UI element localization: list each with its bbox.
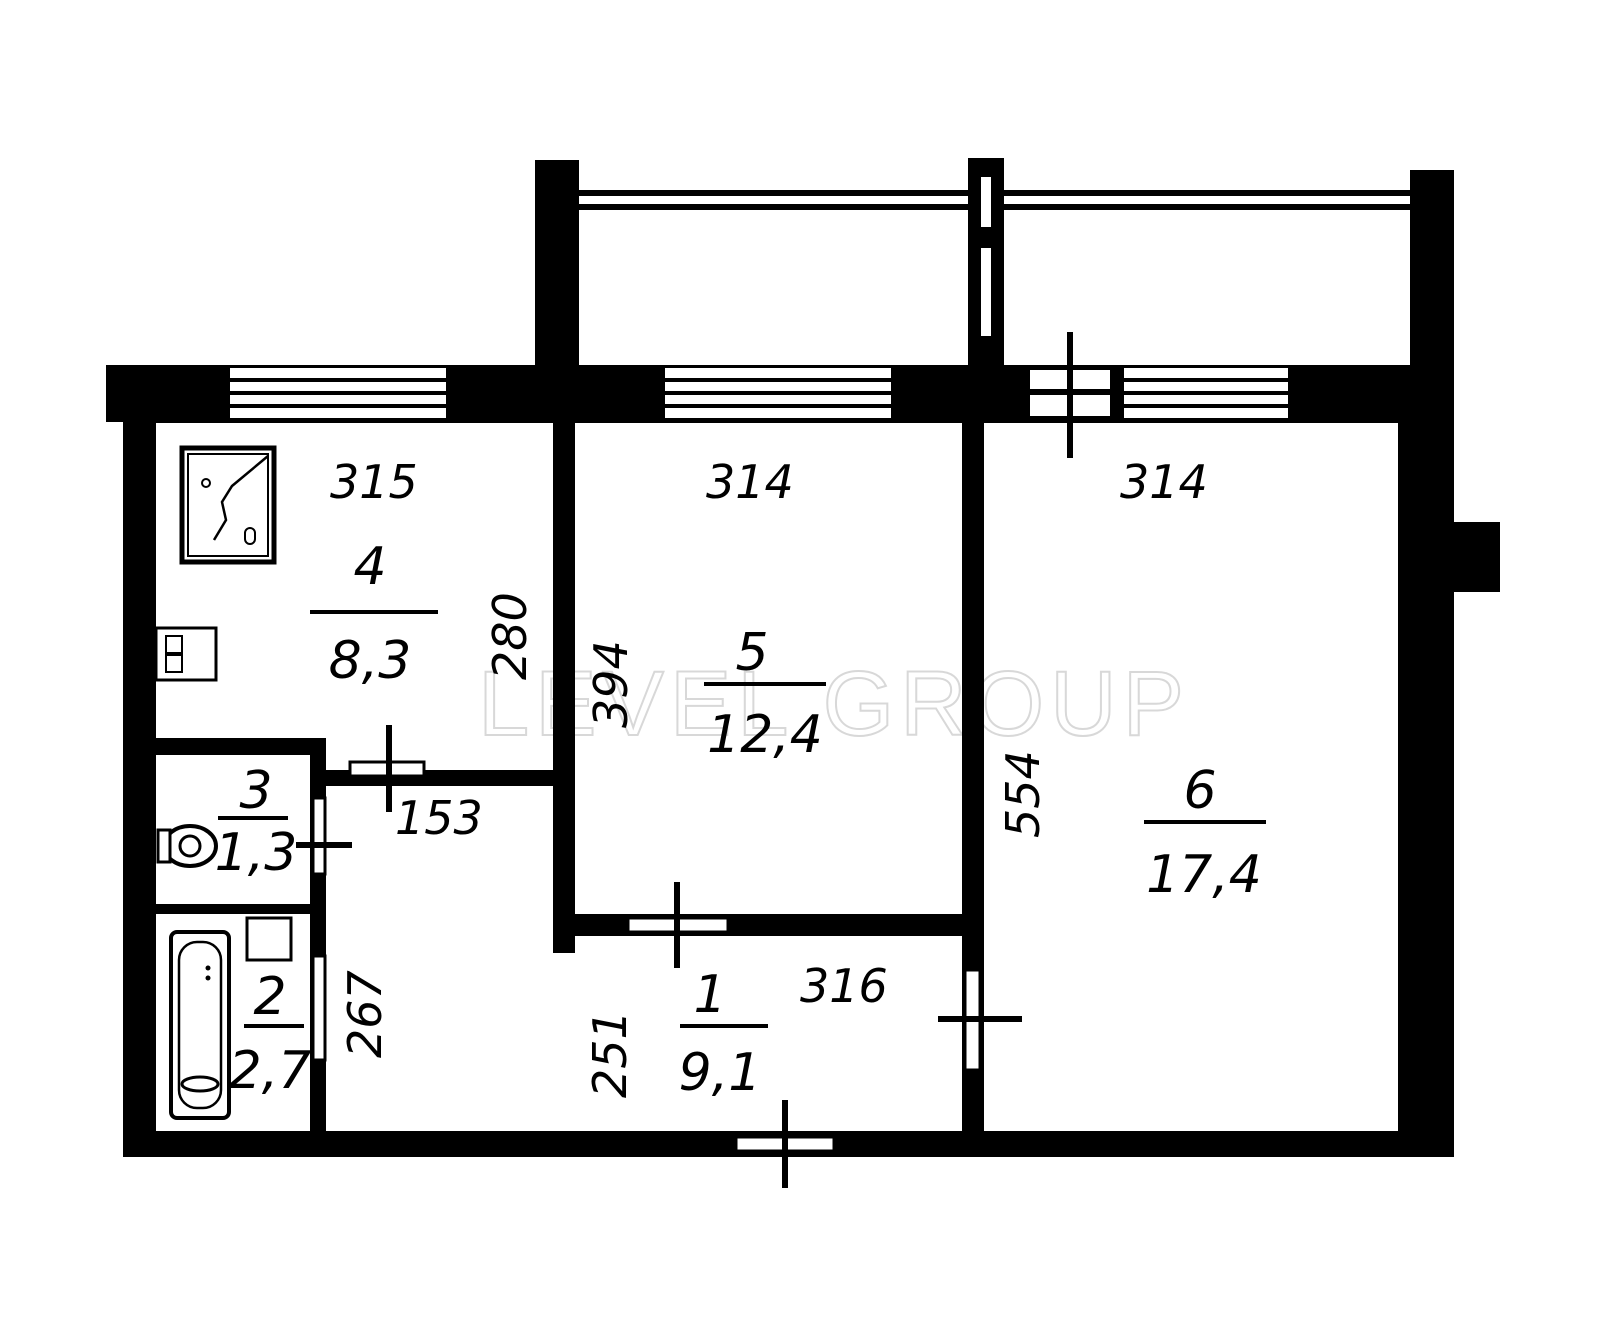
svg-text:2,7: 2,7 (229, 1041, 312, 1101)
dim-passage-width: 153 (395, 791, 483, 845)
svg-text:9,1: 9,1 (679, 1043, 762, 1103)
balcony (535, 158, 1454, 422)
balcony-door (1026, 332, 1114, 458)
bathtub-icon (169, 930, 231, 1120)
svg-text:2: 2 (253, 967, 286, 1027)
dim-bedroom-width: 314 (706, 455, 794, 509)
bathroom-sink-icon (245, 916, 293, 962)
svg-text:4: 4 (353, 537, 386, 597)
dim-hall-depth: 251 (583, 1010, 637, 1098)
stove-icon (179, 445, 277, 565)
kitchen-door (348, 725, 426, 812)
dim-living-depth: 554 (996, 750, 1050, 838)
kitchen-bedroom-wall (553, 423, 575, 953)
windows (230, 332, 1288, 458)
dim-hall-width: 316 (800, 959, 888, 1013)
dim-bedroom-depth: 394 (584, 640, 638, 728)
living-door (938, 968, 1022, 1072)
room-5-label: 5 12,4 (704, 623, 826, 765)
balcony-divider-slot-top (977, 173, 995, 231)
room-6-label: 6 17,4 (1144, 761, 1266, 905)
svg-text:6: 6 (1183, 761, 1216, 821)
room-1-label: 1 9,1 (679, 965, 768, 1103)
dim-kitchen-width: 315 (330, 455, 418, 509)
kitchen-bottom-wall-left (156, 738, 326, 755)
room-3-label: 3 1,3 (215, 761, 298, 883)
bath-door (311, 954, 327, 1062)
room-labels: 1 9,1 2 2,7 3 1,3 4 8,3 5 12,4 6 17,4 (215, 537, 1266, 1103)
svg-text:5: 5 (735, 623, 768, 683)
dim-bath-depth: 267 (338, 970, 392, 1058)
interior-walls (156, 423, 984, 1131)
svg-text:1: 1 (693, 965, 726, 1025)
bedroom-window (665, 368, 891, 418)
kitchen-window (230, 368, 446, 418)
bedroom-door (626, 882, 730, 968)
svg-text:12,4: 12,4 (707, 705, 823, 765)
fixtures (154, 445, 293, 1120)
watermark: LEVEL GROUP (478, 653, 1190, 755)
toilet-icon (156, 824, 218, 868)
wc-door (296, 796, 352, 876)
svg-text:1,3: 1,3 (215, 823, 298, 883)
svg-text:3: 3 (239, 761, 272, 821)
room-4-label: 4 8,3 (310, 537, 438, 691)
room-2-label: 2 2,7 (229, 967, 312, 1101)
entrance-door (734, 1100, 836, 1188)
dim-living-width: 314 (1120, 455, 1208, 509)
wc-bath-wall (156, 904, 310, 914)
bedroom-living-wall (962, 423, 984, 1131)
dim-kitchen-depth: 280 (483, 592, 537, 680)
doors (296, 725, 1022, 1188)
balcony-divider-slot-bottom (977, 244, 995, 340)
kitchen-sink-icon (154, 626, 218, 682)
svg-text:17,4: 17,4 (1146, 845, 1262, 905)
living-window (1124, 368, 1288, 418)
svg-text:8,3: 8,3 (329, 631, 412, 691)
dimension-labels: 315 314 314 280 394 554 153 267 251 316 (330, 455, 1208, 1098)
